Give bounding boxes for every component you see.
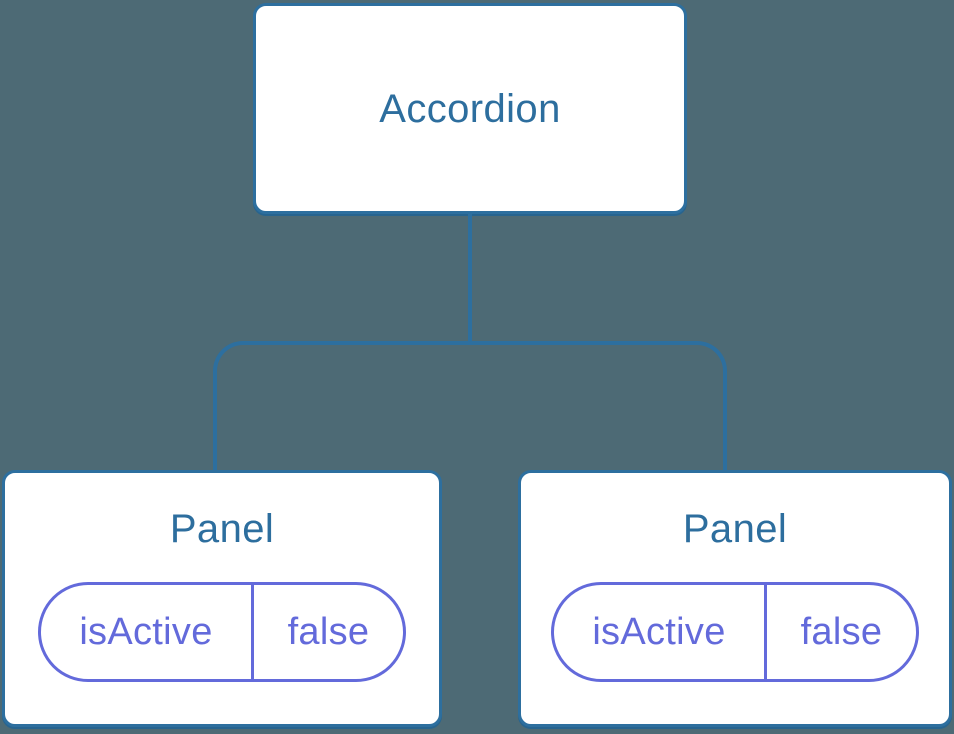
state-pill: isActive false — [551, 582, 919, 682]
child-component-label: Panel — [682, 507, 788, 551]
state-value: false — [763, 585, 916, 679]
state-key: isActive — [592, 610, 726, 653]
root-component-node: Accordion — [253, 3, 687, 214]
state-value: false — [250, 585, 403, 679]
child-component-label: Panel — [169, 507, 275, 551]
connector-bracket-line — [213, 341, 727, 470]
state-pill: isActive false — [38, 582, 406, 682]
child-component-node-right: Panel isActive false — [518, 470, 952, 727]
state-key: isActive — [79, 610, 213, 653]
connector-stem-line — [468, 212, 472, 345]
root-component-label: Accordion — [379, 86, 561, 131]
child-component-node-left: Panel isActive false — [2, 470, 442, 727]
